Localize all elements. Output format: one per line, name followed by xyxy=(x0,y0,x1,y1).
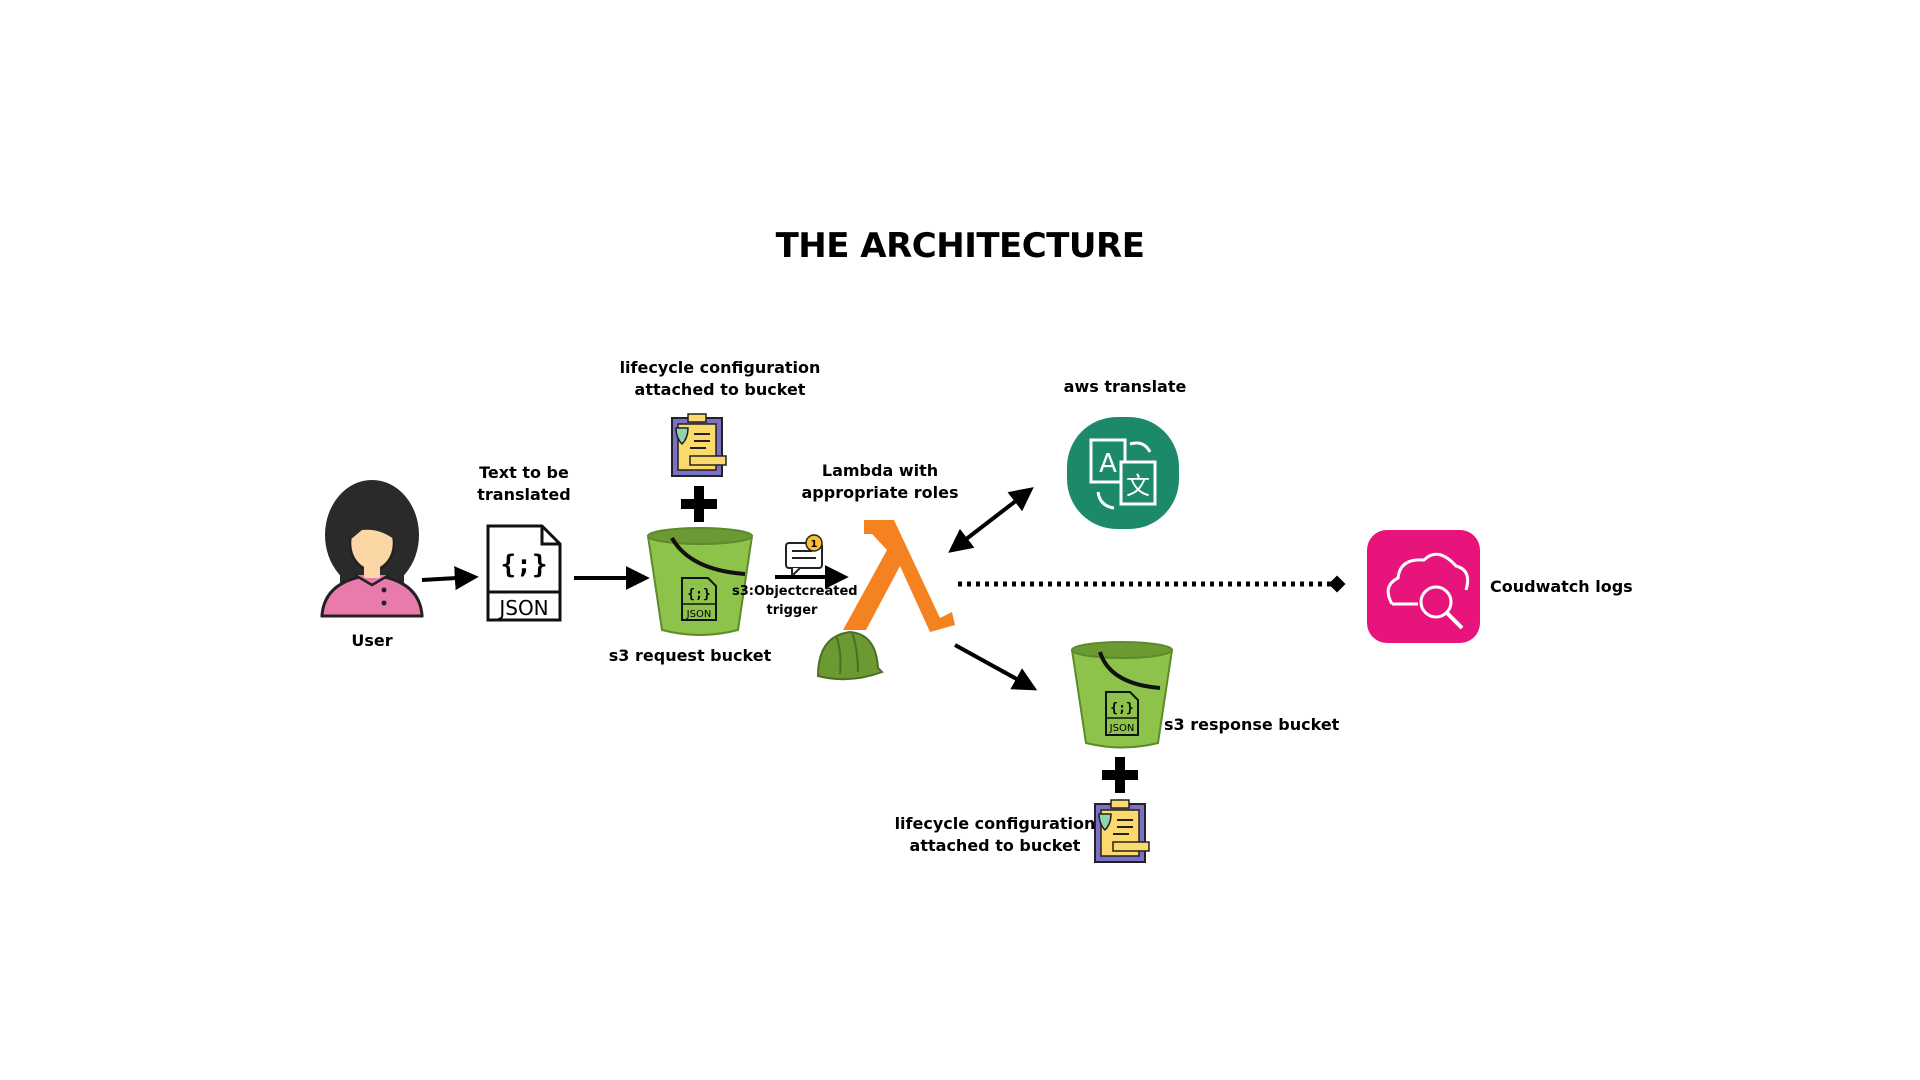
aws-translate-icon: A 文 xyxy=(1067,417,1179,529)
arrow-lambda-to-response-bucket xyxy=(954,643,1038,691)
arrow-user-to-json xyxy=(421,566,479,591)
text-label-line1: Text to be xyxy=(479,463,569,482)
response-bucket-braces: {;} xyxy=(1110,701,1133,716)
lambda-line1: Lambda with xyxy=(821,461,939,480)
helmet-icon xyxy=(816,630,884,681)
s3-request-bucket-icon: {;} JSON xyxy=(646,527,754,636)
response-bucket-label: s3 response bucket xyxy=(1164,715,1340,734)
lifecycle-bottom-line1: lifecycle configuration xyxy=(894,814,1096,833)
json-braces-text: {;} xyxy=(501,550,548,580)
lambda-line2: appropriate roles xyxy=(801,483,959,502)
notification-icon: 1 xyxy=(785,534,823,579)
page-title: THE ARCHITECTURE xyxy=(775,226,1145,266)
response-bucket-json: JSON xyxy=(1109,723,1135,734)
lifecycle-top-line1: lifecycle configuration xyxy=(619,358,821,377)
lifecycle-config-icon-bottom xyxy=(1094,799,1150,863)
text-to-translate-label: Text to be translated xyxy=(464,462,584,506)
lifecycle-top-line2: attached to bucket xyxy=(634,380,806,399)
text-label-line2: translated xyxy=(477,485,571,504)
user-icon xyxy=(320,480,424,618)
user-label: User xyxy=(351,631,393,650)
lifecycle-bottom-label: lifecycle configuration attached to buck… xyxy=(890,813,1100,857)
aws-translate-label: aws translate xyxy=(1063,377,1187,396)
trigger-label: s3:Objectcreated trigger xyxy=(732,582,858,620)
svg-text:A: A xyxy=(1099,449,1117,479)
cloudwatch-label: Coudwatch logs xyxy=(1490,577,1633,596)
request-bucket-json: JSON xyxy=(686,609,712,620)
plus-icon-bottom xyxy=(1102,757,1138,793)
arrow-lambda-translate xyxy=(948,487,1034,553)
lambda-label: Lambda with appropriate roles xyxy=(790,460,970,504)
json-label-text: JSON xyxy=(497,596,548,620)
notification-badge: 1 xyxy=(811,539,818,550)
lifecycle-bottom-line2: attached to bucket xyxy=(909,836,1081,855)
trigger-line2: trigger xyxy=(766,603,818,618)
request-bucket-label: s3 request bucket xyxy=(608,646,772,665)
trigger-line1: s3:Objectcreated xyxy=(732,584,858,599)
cloudwatch-logs-icon xyxy=(1367,530,1480,643)
json-file-icon: {;} JSON xyxy=(486,524,562,622)
lambda-icon xyxy=(843,520,955,632)
lifecycle-top-label: lifecycle configuration attached to buck… xyxy=(600,357,840,401)
request-bucket-braces: {;} xyxy=(687,587,710,602)
plus-icon-top xyxy=(681,486,717,522)
lifecycle-config-icon-top xyxy=(671,413,727,477)
s3-response-bucket-icon: {;} JSON xyxy=(1070,641,1174,749)
svg-text:文: 文 xyxy=(1126,472,1150,500)
